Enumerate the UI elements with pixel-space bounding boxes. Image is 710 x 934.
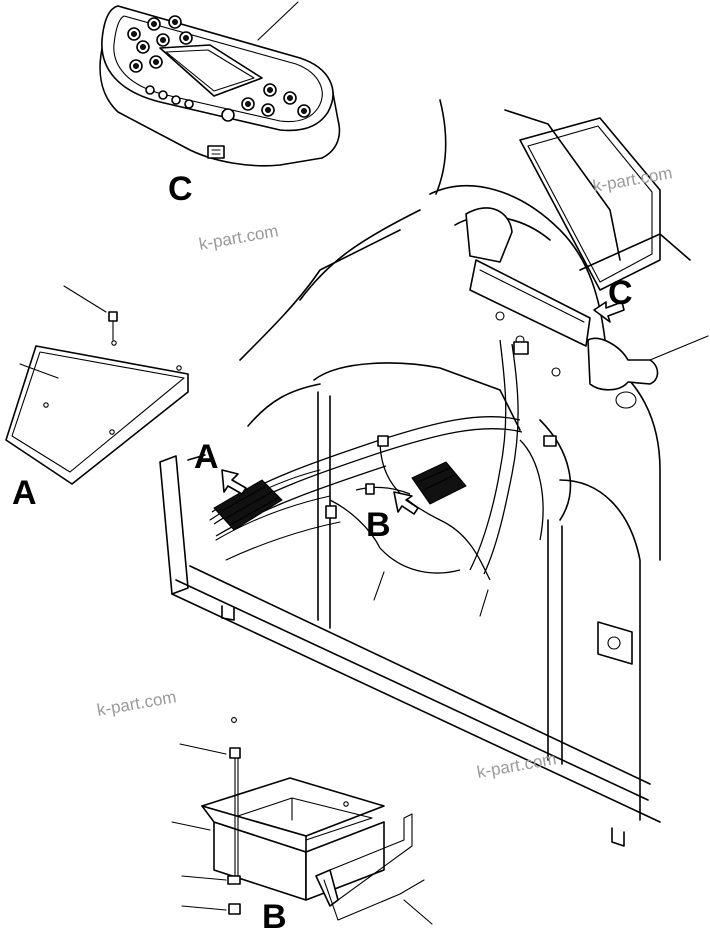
callout-c-monitor: C bbox=[168, 170, 193, 208]
connector-b bbox=[411, 461, 467, 505]
monitor-buttons bbox=[127, 15, 311, 122]
cover-plate bbox=[5, 285, 189, 485]
bracket-bolt bbox=[227, 717, 241, 915]
callout-a-cover: A bbox=[12, 474, 37, 512]
connector-small bbox=[325, 341, 557, 519]
callout-a-pointer: A bbox=[194, 438, 219, 476]
arrow-b bbox=[393, 491, 419, 515]
arrow-a bbox=[221, 469, 247, 495]
callout-c-pointer: C bbox=[608, 274, 633, 312]
watermark: k-part.com bbox=[197, 221, 279, 254]
bracket-leader-lines bbox=[171, 743, 433, 925]
connector-bracket bbox=[201, 777, 425, 921]
monitor-panel bbox=[99, 1, 341, 167]
callout-b-bracket: B bbox=[262, 898, 287, 929]
wiring-harness bbox=[211, 339, 544, 617]
arrow-c bbox=[593, 301, 625, 323]
callout-b-pointer: B bbox=[366, 506, 391, 544]
cover-screw bbox=[63, 285, 118, 341]
watermark: k-part.com bbox=[95, 687, 177, 720]
